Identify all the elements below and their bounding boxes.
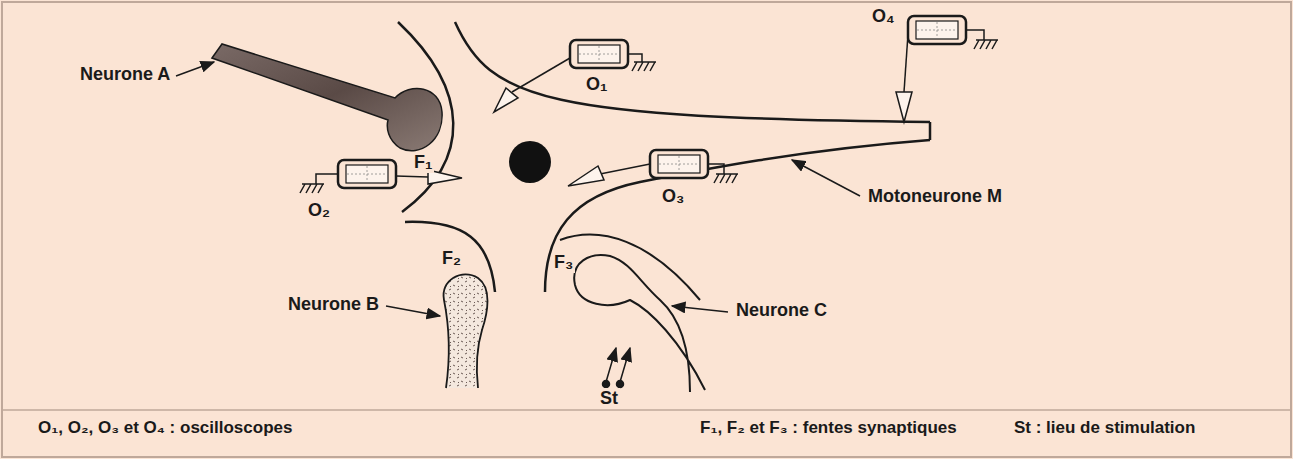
legend-text: F₁, F₂ et F₃ : fentes synaptiques	[698, 418, 959, 438]
leader-arrows	[176, 62, 860, 316]
oscilloscope-label: O₃	[660, 186, 686, 207]
oscilloscope-o2	[300, 160, 462, 193]
cleft-label: F₃	[552, 252, 575, 273]
oscilloscope-label: O₄	[870, 6, 897, 27]
oscilloscope-o3	[568, 150, 738, 186]
neuron-label: Neurone A	[78, 64, 172, 85]
neuron-a	[212, 44, 442, 151]
neuron-label: Neurone B	[286, 294, 381, 315]
oscilloscope-o1	[494, 40, 656, 112]
neuron-label: Motoneurone M	[866, 186, 1004, 207]
legend-text: O₁, O₂, O₃ et O₄ : oscilloscopes	[36, 418, 294, 438]
neuron-label: Neurone C	[734, 300, 829, 321]
neuron-b	[444, 274, 488, 388]
cleft-label: F₁	[412, 152, 434, 173]
legend-text: St : lieu de stimulation	[1012, 418, 1197, 438]
stimulation-electrodes	[603, 348, 631, 388]
oscilloscope-label: O₂	[306, 200, 332, 221]
nucleus	[509, 141, 551, 183]
motoneuron-outline	[398, 22, 930, 292]
oscilloscope-o4	[896, 16, 998, 122]
cleft-label: F₂	[440, 248, 463, 269]
oscilloscope-label: O₁	[584, 74, 609, 95]
neuron-c	[560, 235, 705, 392]
stimulation-label: St	[598, 388, 620, 409]
